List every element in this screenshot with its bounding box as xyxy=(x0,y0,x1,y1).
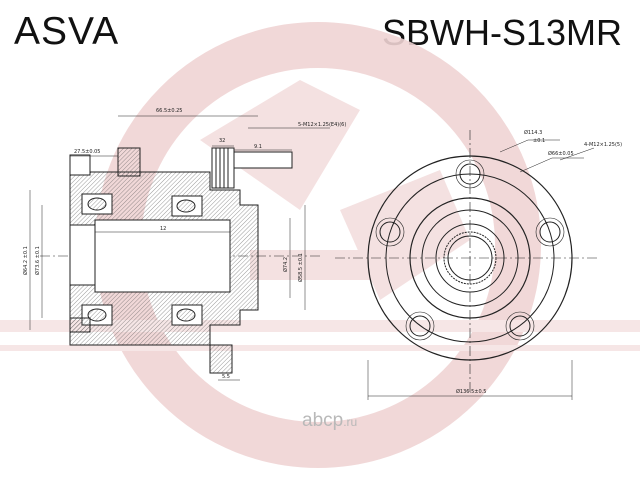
dim-right-dia-1: Ø74.2 xyxy=(282,257,289,272)
part-number: SBWH-S13MR xyxy=(381,12,622,53)
dim-left-dia-1: Ø64.2 ±0.1 xyxy=(22,246,29,275)
dim-bore-depth: 27.5±0.05 xyxy=(74,149,100,155)
watermark-url-main: abcp xyxy=(302,410,344,431)
dim-spline-len: 12 xyxy=(160,226,166,232)
watermark-url-tld: .ru xyxy=(343,415,358,429)
section-view xyxy=(29,115,330,381)
dim-step: 5.5 xyxy=(222,374,230,380)
watermark-url: abcp.ru xyxy=(302,410,357,432)
dim-pilot: Ø66±0.05 xyxy=(548,150,574,157)
dim-thread-note: 5-M12×1.25(E4)(6) xyxy=(298,122,346,128)
dim-bolt-holes: 4-M12×1.25(5) xyxy=(584,142,622,148)
dim-pcd-tol: ±0.1 xyxy=(533,138,545,144)
dim-left-dia-2: Ø73.6 ±0.1 xyxy=(34,246,41,275)
dim-pcd: Ø114.3 xyxy=(524,129,542,136)
dim-hub-width: 66.5±0.25 xyxy=(156,108,182,114)
brand-logo-text: ASVA xyxy=(14,10,120,53)
dim-stud-proj: 9.1 xyxy=(254,144,262,150)
dim-flange-dia: Ø136.5±0.5 xyxy=(456,388,486,395)
front-view xyxy=(335,130,600,400)
dim-stud-length: 32 xyxy=(219,138,225,144)
dim-right-dia-2: Ø58.5 ±0.1 xyxy=(297,253,304,282)
